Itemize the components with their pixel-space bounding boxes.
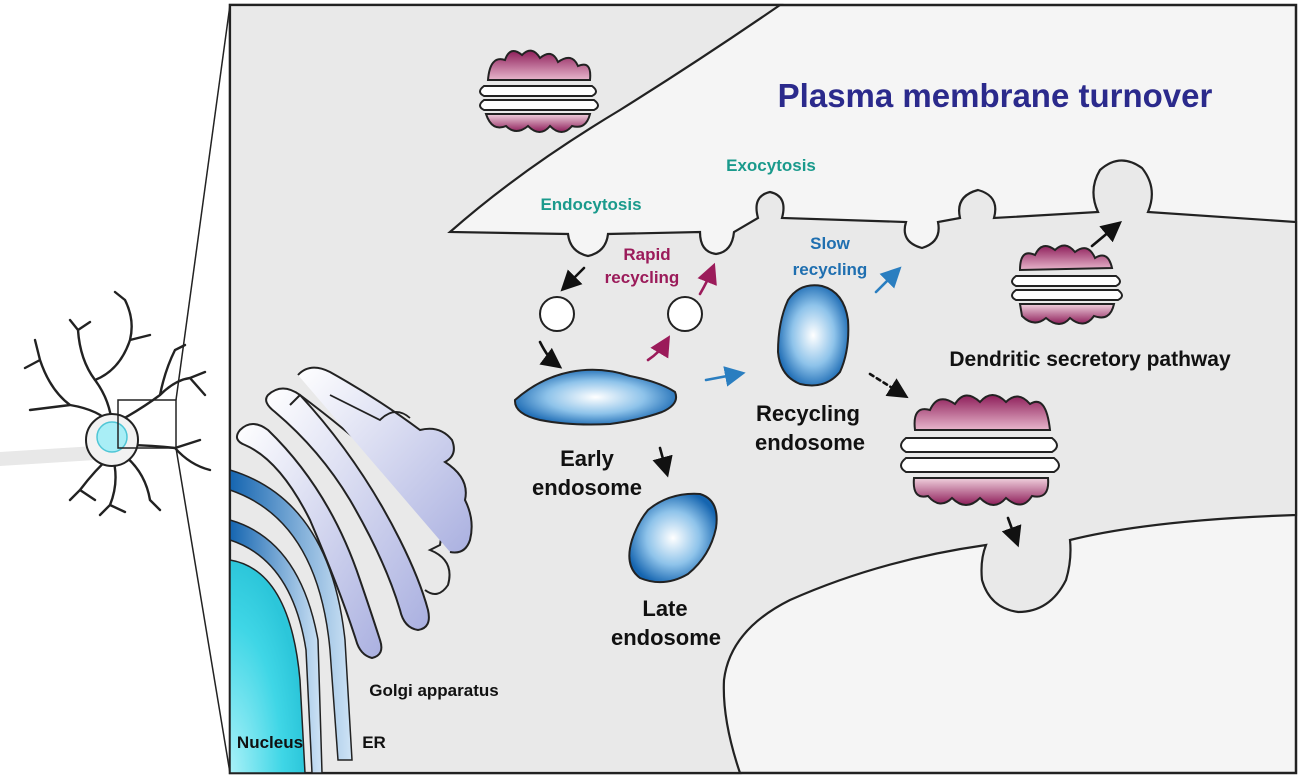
label-early-endosome-1: Early	[560, 446, 615, 471]
endocytic-vesicle	[539, 296, 575, 332]
label-late-endosome-2: endosome	[611, 625, 721, 650]
nucleus-er-golgi	[229, 366, 473, 774]
golgi-secretory-top	[1011, 244, 1123, 325]
early-endosome-shape	[513, 368, 678, 426]
neuron-overview	[0, 4, 231, 774]
late-endosome-shape	[628, 492, 718, 584]
label-slow-recycling-1: Slow	[810, 234, 850, 253]
label-rapid-recycling-2: recycling	[605, 268, 680, 287]
label-nucleus: Nucleus	[237, 733, 303, 752]
label-early-endosome-2: endosome	[532, 475, 642, 500]
label-er: ER	[362, 733, 386, 752]
label-endocytosis: Endocytosis	[540, 195, 641, 214]
golgi-secretory-bottom	[900, 394, 1060, 506]
arrows	[538, 221, 1122, 548]
label-recycling-endosome-2: endosome	[755, 430, 865, 455]
recycling-endosome-shape	[776, 284, 850, 387]
golgi-small-top	[479, 49, 599, 133]
label-exocytosis: Exocytosis	[726, 156, 816, 175]
label-rapid-recycling-1: Rapid	[623, 245, 670, 264]
label-recycling-endosome-1: Recycling	[756, 401, 860, 426]
label-golgi-apparatus: Golgi apparatus	[369, 681, 498, 700]
diagram-title: Plasma membrane turnover	[778, 77, 1213, 114]
label-late-endosome-1: Late	[642, 596, 687, 621]
label-dendritic-secretory-pathway: Dendritic secretory pathway	[949, 348, 1231, 371]
label-slow-recycling-2: recycling	[793, 260, 868, 279]
recycling-vesicle	[667, 296, 703, 332]
plasma-membrane	[228, 3, 1298, 775]
